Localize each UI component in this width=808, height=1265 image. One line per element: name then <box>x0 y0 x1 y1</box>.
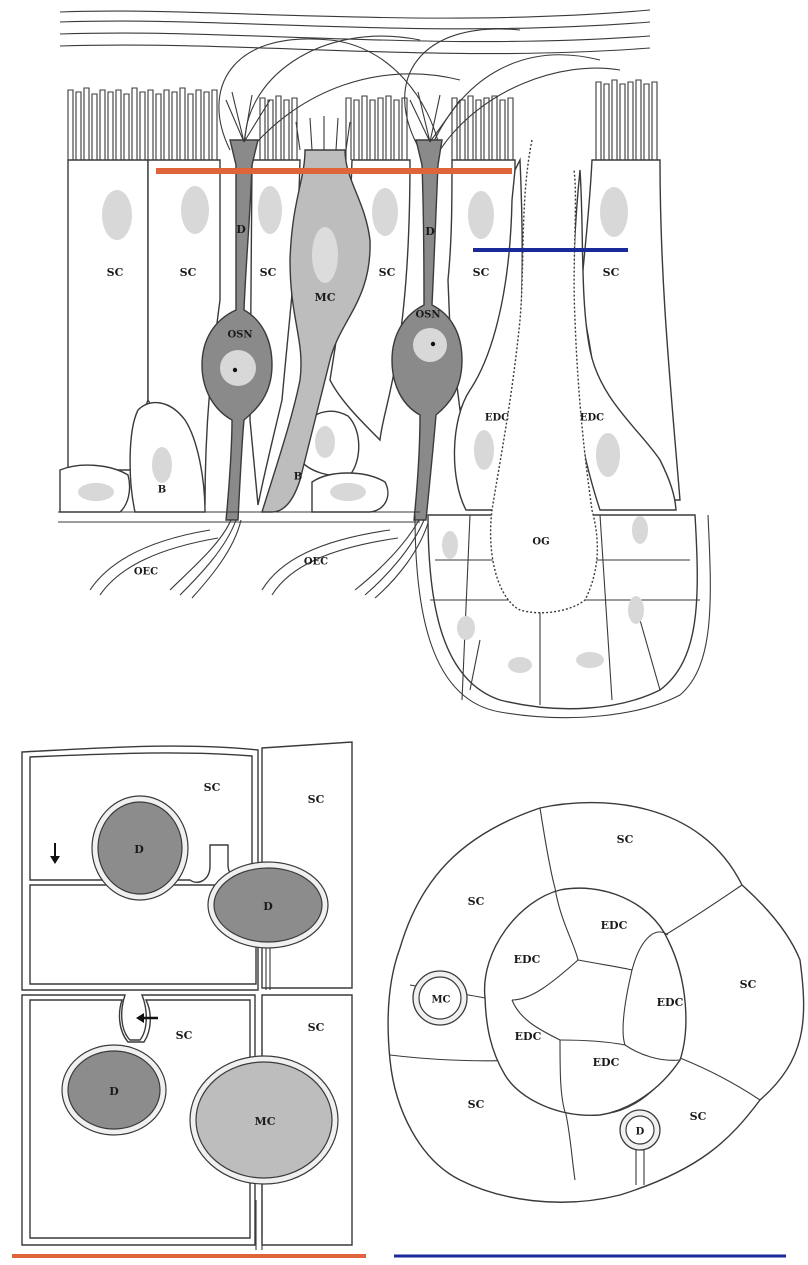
basal-nucleus <box>315 426 335 458</box>
label-edc: EDC <box>485 413 509 424</box>
label-osn: OSN <box>415 310 440 321</box>
label-d: D <box>263 900 273 913</box>
bottom-left-panel: SC SC SC SC D D D MC <box>22 742 352 1250</box>
label-sc: SC <box>740 978 757 991</box>
basal-nucleus <box>78 483 114 501</box>
bottom-right-panel: SC SC SC SC SC EDC EDC EDC EDC EDC MC D <box>388 803 804 1203</box>
label-sc: SC <box>107 266 124 279</box>
label-edc: EDC <box>580 413 604 424</box>
top-panel: SC SC SC SC SC SC MC OSN OSN D D B B OEC… <box>58 10 710 718</box>
label-edc: EDC <box>601 919 628 932</box>
label-sc: SC <box>473 266 490 279</box>
label-d: D <box>134 843 144 856</box>
label-sc: SC <box>379 266 396 279</box>
label-oec: OEC <box>304 557 328 568</box>
label-edc: EDC <box>515 1030 542 1043</box>
label-sc: SC <box>176 1029 193 1042</box>
label-sc: SC <box>180 266 197 279</box>
microvilli <box>68 80 657 160</box>
label-sc: SC <box>617 833 634 846</box>
label-d: D <box>636 1127 645 1138</box>
label-b: B <box>158 485 166 496</box>
label-osn: OSN <box>227 330 252 341</box>
label-sc: SC <box>690 1110 707 1123</box>
label-mc: MC <box>315 291 336 304</box>
label-d: D <box>236 223 246 236</box>
label-d: D <box>109 1085 119 1098</box>
basal-nucleus <box>330 483 366 501</box>
label-edc: EDC <box>593 1056 620 1069</box>
basal-lamina <box>58 512 420 595</box>
label-edc: EDC <box>657 996 684 1009</box>
label-sc: SC <box>308 1021 325 1034</box>
label-sc: SC <box>308 793 325 806</box>
label-b: B <box>294 472 302 483</box>
label-mc: MC <box>431 995 450 1006</box>
label-sc: SC <box>468 1098 485 1111</box>
label-sc: SC <box>603 266 620 279</box>
label-d: D <box>425 225 435 238</box>
label-edc: EDC <box>514 953 541 966</box>
label-oec: OEC <box>134 567 158 578</box>
label-sc: SC <box>204 781 221 794</box>
basal-nucleus <box>152 447 172 483</box>
label-og: OG <box>532 537 549 548</box>
label-sc: SC <box>468 895 485 908</box>
label-mc: MC <box>255 1115 276 1128</box>
label-sc: SC <box>260 266 277 279</box>
